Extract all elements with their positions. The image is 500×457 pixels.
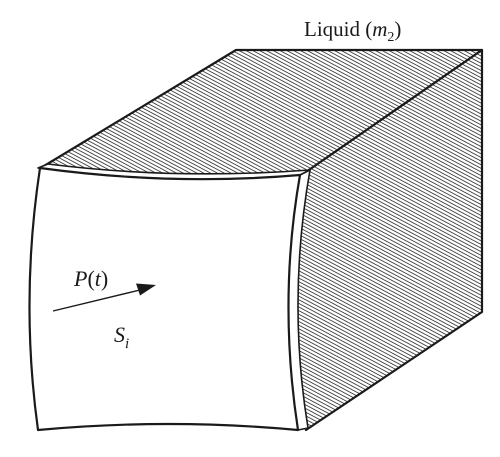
pressure-label: P(t) [73,266,108,291]
pressure-arrow-shaft [52,289,141,312]
liquid-label: Liquid (m2) [304,17,401,45]
surface-label: Si [114,322,129,352]
pressure-arrow-head [136,283,156,296]
front-surface [28,166,302,432]
